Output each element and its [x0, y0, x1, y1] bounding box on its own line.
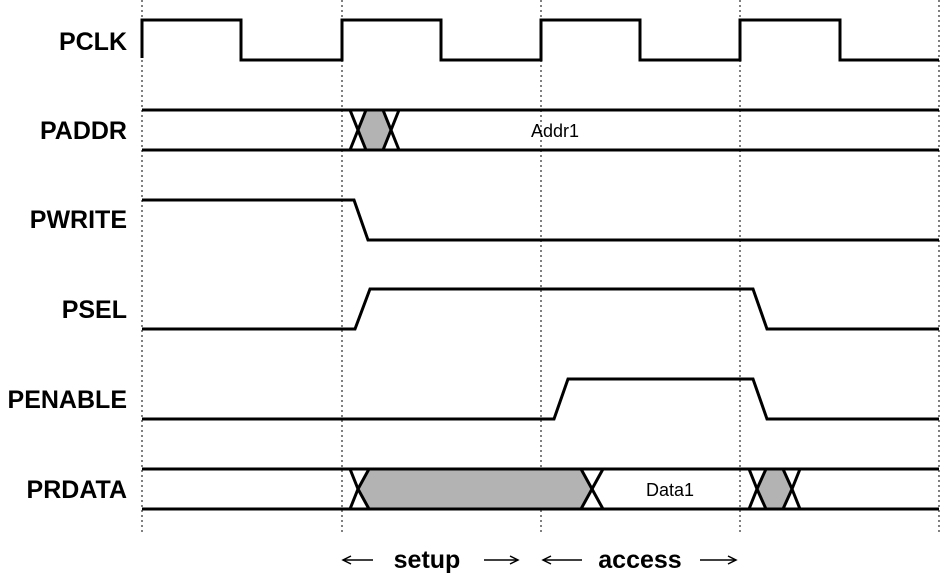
paddr-invalid-segment — [356, 108, 393, 152]
prdata-waveform: Data1 — [142, 467, 939, 511]
access-left-arrowhead — [541, 555, 552, 565]
setup-phase-label: setup — [394, 546, 461, 574]
signal-label-pclk: PCLK — [59, 28, 127, 56]
phase-annotations: setup access — [341, 546, 738, 574]
cycle-guides — [141, 0, 940, 532]
penable-waveform — [142, 377, 939, 421]
signal-label-penable: PENABLE — [8, 386, 127, 414]
psel-waveform — [142, 287, 939, 331]
paddr-waveform: Addr1 — [142, 108, 939, 152]
prdata-invalid-segment-2 — [755, 467, 794, 511]
prdata-value-label: Data1 — [646, 480, 694, 500]
signal-label-prdata: PRDATA — [27, 476, 127, 504]
pclk-waveform — [140, 18, 939, 62]
prdata-invalid-segment-1 — [356, 467, 594, 511]
paddr-value-label: Addr1 — [531, 121, 579, 141]
setup-right-arrowhead — [509, 555, 520, 565]
signal-label-psel: PSEL — [62, 296, 127, 324]
signal-label-paddr: PADDR — [40, 117, 127, 145]
signal-label-pwrite: PWRITE — [30, 206, 127, 234]
signal-labels: PCLK PADDR PWRITE PSEL PENABLE PRDATA — [8, 28, 127, 504]
pwrite-waveform — [142, 198, 939, 242]
access-right-arrowhead — [727, 555, 738, 565]
setup-left-arrowhead — [341, 555, 352, 565]
access-phase-label: access — [598, 546, 681, 574]
